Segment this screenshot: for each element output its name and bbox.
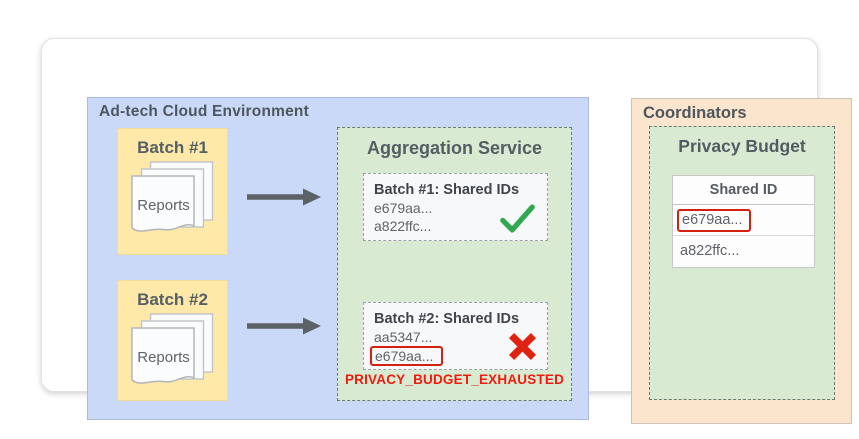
duplicate-id-highlight: e679aa...: [370, 346, 444, 366]
batch-1-box: Batch #1 Reports: [117, 128, 228, 255]
batch-1-shared-ids-result: Batch #1: Shared IDs e679aa... a822ffc..…: [363, 173, 548, 241]
batch-1-result-title: Batch #1: Shared IDs: [374, 182, 520, 198]
coordinators-title: Coordinators: [643, 104, 747, 122]
aggregation-service-title: Aggregation Service: [366, 138, 543, 158]
batch-2-reports-document-stack: Reports: [125, 313, 221, 393]
batch-2-label: Batch #2: [137, 290, 208, 309]
batch-1-label: Batch #1: [137, 138, 208, 157]
batch-2-box: Batch #2 Reports: [117, 280, 228, 401]
batch-2-result-title: Batch #2: Shared IDs: [374, 311, 520, 327]
document-stack-icon: [130, 313, 213, 384]
batch-2-reports-label: Reports: [137, 349, 190, 366]
table-row: a822ffc...: [680, 243, 740, 259]
batch-1-reports-label: Reports: [137, 197, 190, 214]
batch-2-flow-arrow-icon: [247, 317, 321, 335]
table-row: e679aa...: [673, 205, 814, 236]
privacy-budget-exhausted-error: PRIVACY_BUDGET_EXHAUSTED: [344, 372, 565, 387]
aggregation-service-panel: Aggregation Service Batch #1: Shared IDs…: [337, 127, 572, 401]
consumed-id-highlight: e679aa...: [677, 209, 752, 232]
shared-id-value: a822ffc...: [374, 218, 432, 234]
shared-id-table: Shared ID e679aa... a822ffc...: [672, 175, 815, 268]
document-stack-icon: [130, 161, 213, 232]
privacy-budget-title: Privacy Budget: [678, 136, 806, 156]
failure-x-icon: [508, 332, 537, 361]
shared-id-value: aa5347...: [374, 329, 433, 345]
batch-2-shared-ids-result: Batch #2: Shared IDs aa5347... e679aa...: [363, 302, 548, 370]
batch-1-reports-document-stack: Reports: [125, 161, 221, 245]
adtech-cloud-environment-title: Ad-tech Cloud Environment: [99, 103, 309, 120]
diagram-card: Ad-tech Cloud Environment Batch #1 Repor…: [41, 38, 852, 424]
duplicate-shared-id-value: e679aa...: [370, 346, 537, 366]
shared-id-column-header: Shared ID: [673, 176, 814, 205]
success-check-icon: [500, 204, 535, 233]
shared-id-value: e679aa...: [374, 200, 433, 216]
batch-1-flow-arrow-icon: [247, 188, 321, 206]
